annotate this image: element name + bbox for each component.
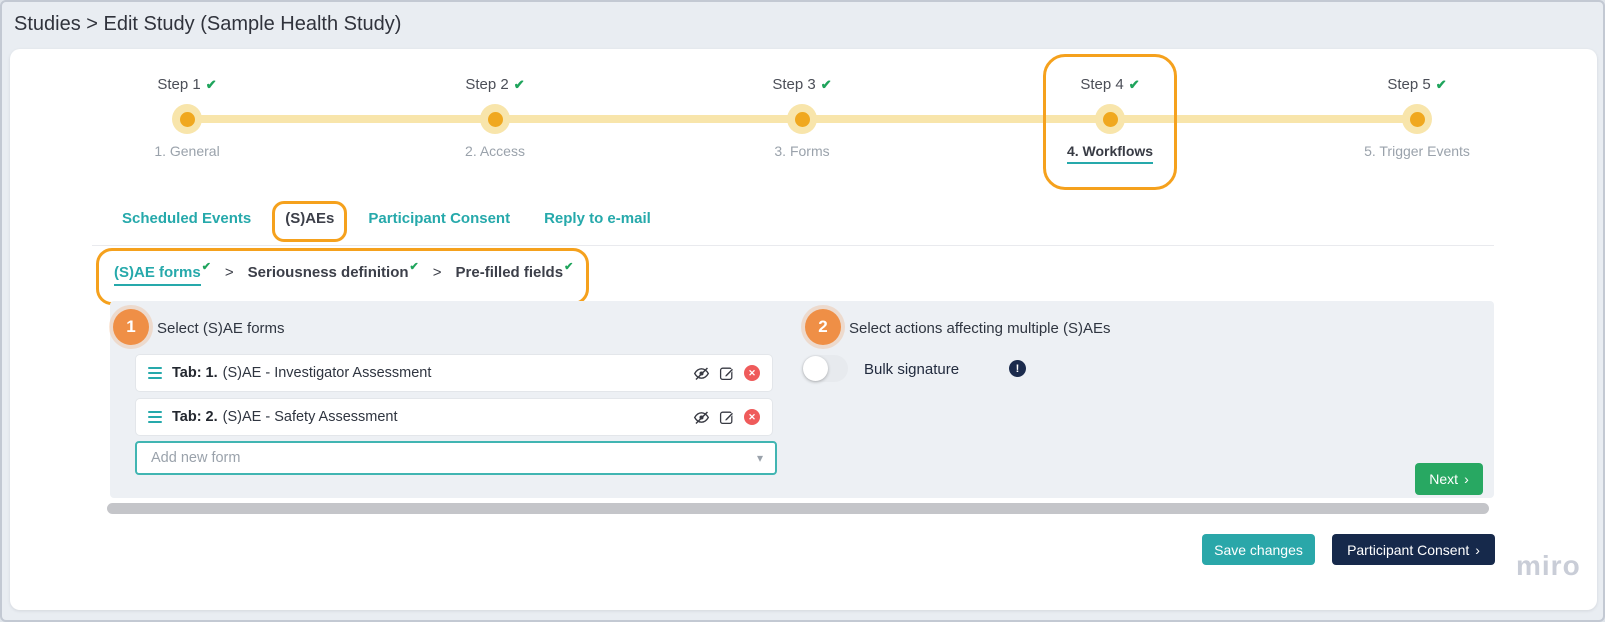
- stepper-step-5[interactable]: Step 5 ✔ 5. Trigger Events: [1332, 76, 1502, 159]
- chevron-right-icon: ›: [1464, 471, 1469, 487]
- check-icon: ✔: [1435, 77, 1447, 92]
- edit-study-card: Step 1 ✔ 1. General Step 2 ✔ 2. Access Ste…: [10, 49, 1597, 610]
- stepper-step-3[interactable]: Step 3 ✔ 3. Forms: [717, 76, 887, 159]
- form-name: (S)AE - Investigator Assessment: [222, 365, 432, 381]
- step-label: Step 1 ✔: [102, 76, 272, 96]
- step-title: Step 1: [157, 76, 201, 93]
- subnav-label: Seriousness definition: [247, 264, 409, 281]
- annotation-number-badge-2: 2: [805, 309, 841, 345]
- tab-reply-to-email[interactable]: Reply to e-mail: [544, 210, 651, 227]
- participant-consent-label: Participant Consent: [1347, 541, 1470, 558]
- check-icon: ✔: [201, 261, 211, 273]
- step-sublabel[interactable]: 5. Trigger Events: [1332, 143, 1502, 159]
- annotation-number-badge-1: 1: [113, 309, 149, 345]
- step-dot[interactable]: [172, 104, 202, 134]
- step-dot-inner: [179, 111, 195, 127]
- step-sublabel-text: 3. Forms: [774, 143, 830, 159]
- chevron-right-icon: >: [224, 264, 234, 281]
- step-sublabel-text: 1. General: [154, 143, 220, 159]
- horizontal-scrollbar[interactable]: [107, 503, 1489, 514]
- edit-icon[interactable]: [719, 365, 735, 381]
- miro-watermark: miro: [1516, 550, 1581, 581]
- row-actions: ✕: [693, 409, 760, 426]
- check-icon: ✔: [564, 261, 574, 273]
- breadcrumb[interactable]: Studies > Edit Study (Sample Health Stud…: [14, 13, 402, 35]
- step-dot-inner: [1102, 111, 1118, 127]
- subnav-label: Pre-filled fields: [455, 264, 564, 281]
- step-label: Step 4 ✔: [1025, 76, 1195, 96]
- section-title-select-actions: Select actions affecting multiple (S)AEs: [849, 320, 1111, 337]
- tab-divider: [92, 245, 1494, 246]
- step-title: Step 2: [465, 76, 509, 93]
- subnav-label: (S)AE forms: [114, 264, 201, 286]
- check-icon: ✔: [409, 261, 419, 273]
- next-label: Next: [1429, 471, 1459, 487]
- workflow-tabs: Scheduled Events (S)AEs Participant Cons…: [122, 201, 651, 242]
- drag-handle-icon[interactable]: [148, 366, 162, 380]
- stepper-step-4-active[interactable]: Step 4 ✔ 4. Workflows: [1025, 54, 1195, 190]
- save-changes-button[interactable]: Save changes: [1202, 534, 1315, 565]
- tab-label: (S)AEs: [285, 210, 335, 227]
- step-dot-inner: [794, 111, 810, 127]
- step-sublabel[interactable]: 2. Access: [410, 143, 580, 159]
- stepper-step-1[interactable]: Step 1 ✔ 1. General: [102, 76, 272, 159]
- step-sublabel-text: 2. Access: [465, 143, 525, 159]
- drag-handle-icon[interactable]: [148, 410, 162, 424]
- chevron-right-icon: >: [432, 264, 442, 281]
- add-new-form-select[interactable]: ▾: [135, 441, 777, 475]
- form-row-text: Tab: 1.(S)AE - Investigator Assessment: [172, 365, 431, 381]
- check-icon: ✔: [820, 77, 832, 92]
- add-new-form-input[interactable]: [149, 449, 757, 467]
- toggle-knob: [803, 356, 828, 381]
- step-title: Step 5: [1387, 76, 1431, 93]
- section-title-select-sae-forms: Select (S)AE forms: [157, 320, 285, 337]
- hide-eye-icon[interactable]: [693, 365, 710, 382]
- step-dot[interactable]: [1095, 104, 1125, 134]
- form-row-text: Tab: 2.(S)AE - Safety Assessment: [172, 409, 398, 425]
- bulk-signature-label: Bulk signature: [864, 361, 960, 378]
- form-row-tab-2: Tab: 2.(S)AE - Safety Assessment ✕: [135, 398, 773, 436]
- form-row-tab-1: Tab: 1.(S)AE - Investigator Assessment ✕: [135, 354, 773, 392]
- subnav-item-seriousness-definition[interactable]: Seriousness definition✔: [247, 261, 419, 281]
- step-sublabel[interactable]: 3. Forms: [717, 143, 887, 159]
- step-sublabel[interactable]: 4. Workflows: [1025, 143, 1195, 164]
- next-button[interactable]: Next ›: [1415, 463, 1483, 495]
- form-name: (S)AE - Safety Assessment: [222, 409, 398, 425]
- check-icon: ✔: [513, 77, 525, 92]
- subnav-item-pre-filled-fields[interactable]: Pre-filled fields✔: [455, 261, 574, 281]
- step-label: Step 5 ✔: [1332, 76, 1502, 96]
- step-sublabel-text: 5. Trigger Events: [1364, 143, 1470, 159]
- step-dot-inner: [1409, 111, 1425, 127]
- hide-eye-icon[interactable]: [693, 409, 710, 426]
- step-title: Step 4: [1080, 76, 1124, 93]
- step-dot[interactable]: [1402, 104, 1432, 134]
- step-sublabel-text: 4. Workflows: [1066, 143, 1154, 164]
- caret-down-icon: ▾: [756, 451, 763, 465]
- chevron-right-icon: ›: [1475, 541, 1480, 558]
- participant-consent-button[interactable]: Participant Consent ›: [1332, 534, 1495, 565]
- step-label: Step 2 ✔: [410, 76, 580, 96]
- step-dot-inner: [487, 111, 503, 127]
- check-icon: ✔: [205, 77, 217, 92]
- delete-icon[interactable]: ✕: [744, 409, 760, 425]
- sae-subnav: (S)AE forms✔ > Seriousness definition✔ >…: [96, 248, 590, 305]
- step-dot[interactable]: [787, 104, 817, 134]
- step-dot[interactable]: [480, 104, 510, 134]
- form-tab-prefix: Tab: 2.: [172, 409, 218, 425]
- stepper-step-2[interactable]: Step 2 ✔ 2. Access: [410, 76, 580, 159]
- bulk-signature-toggle[interactable]: [802, 355, 848, 382]
- check-icon: ✔: [1128, 77, 1140, 92]
- tab-scheduled-events[interactable]: Scheduled Events: [122, 210, 252, 227]
- edit-icon[interactable]: [719, 409, 735, 425]
- tab-participant-consent[interactable]: Participant Consent: [368, 210, 511, 227]
- step-title: Step 3: [772, 76, 816, 93]
- form-tab-prefix: Tab: 1.: [172, 365, 218, 381]
- subnav-item-sae-forms[interactable]: (S)AE forms✔: [114, 261, 211, 286]
- row-actions: ✕: [693, 365, 760, 382]
- info-icon[interactable]: !: [1009, 360, 1026, 377]
- step-label: Step 3 ✔: [717, 76, 887, 96]
- tab-saes[interactable]: (S)AEs: [272, 201, 348, 242]
- step-sublabel[interactable]: 1. General: [102, 143, 272, 159]
- delete-icon[interactable]: ✕: [744, 365, 760, 381]
